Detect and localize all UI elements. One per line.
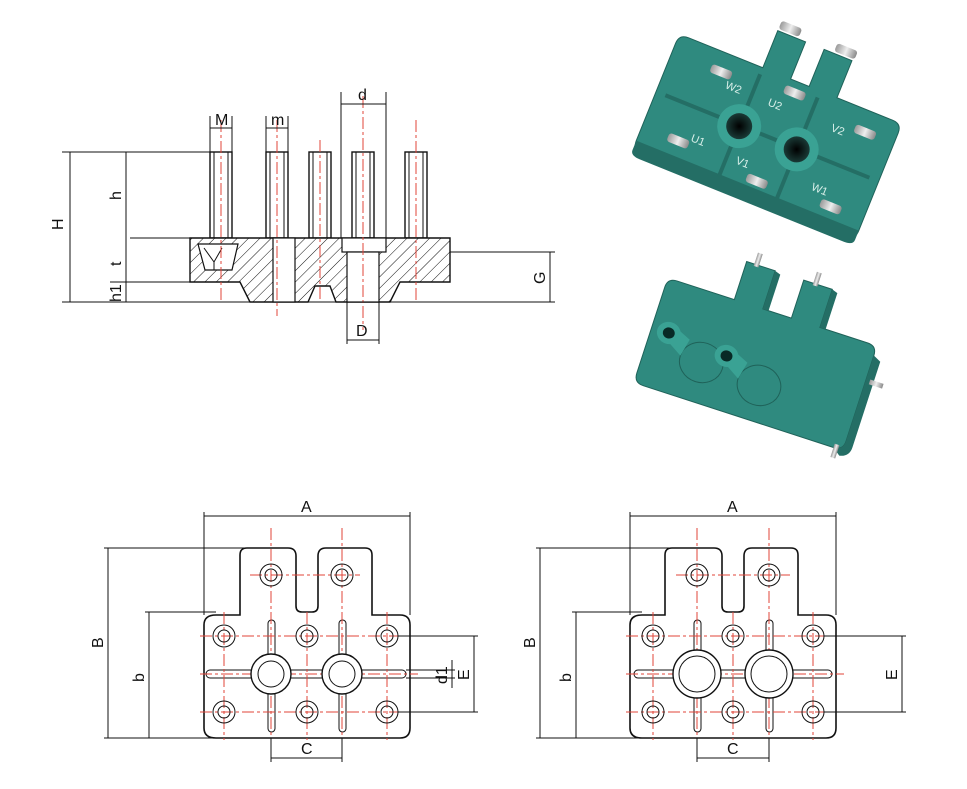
plan-right-centerlines [626,528,844,755]
dim-h: h [108,191,125,200]
mark-V2: V2 [829,122,846,138]
dim-d: d [358,87,367,104]
dim-H: H [50,218,67,230]
dim-A-left: A [301,499,312,516]
dim-G: G [532,272,549,284]
plan-view-right: A B b C E [522,499,906,762]
dim-D: D [356,323,368,340]
dim-b-right: b [558,673,575,682]
mark-W2: W2 [723,80,743,97]
section-view: H h t h1 G M m d D [50,87,555,344]
dim-d1-left: d1 [434,666,451,684]
dim-B-right: B [522,637,539,648]
plan-left-centerlines [200,528,418,755]
section-pins [209,151,428,239]
dim-h1: h1 [108,284,125,302]
dim-E-left: E [456,669,473,680]
product-photo-top: W2 U2 V2 U1 V1 W1 [632,21,900,244]
plan-view-left: A B b C E d1 [90,499,478,762]
dim-C-right: C [727,741,739,758]
mark-V1: V1 [734,155,751,171]
dim-b-left: b [131,673,148,682]
plan-left-holes [212,563,399,724]
dim-M: M [215,112,228,129]
dim-A-right: A [727,499,738,516]
dim-t: t [108,261,125,266]
dim-m: m [271,112,284,129]
mark-W1: W1 [810,181,830,198]
dim-B-left: B [90,637,107,648]
product-photo-back [635,252,884,459]
dim-C-left: C [301,741,313,758]
mark-U2: U2 [766,97,784,113]
plan-right-holes [641,563,825,724]
mark-U1: U1 [689,133,707,149]
dim-E-right: E [884,669,901,680]
